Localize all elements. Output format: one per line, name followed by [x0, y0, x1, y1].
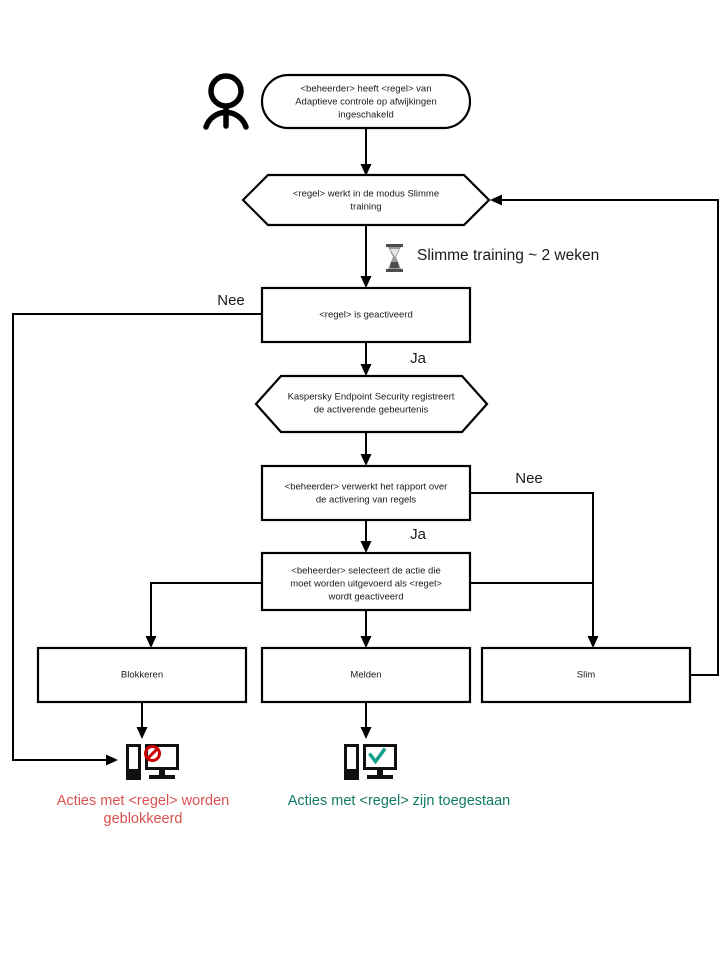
outcome-allowed-line-0: Acties met <regel> zijn toegestaan [288, 793, 510, 809]
node-admin-report-line-1: de activering van regels [316, 495, 417, 506]
node-admin-selects-action-line-1: moet worden uitgevoerd als <regel> [290, 579, 442, 590]
edge-start-to-smart-training [360, 128, 372, 176]
node-action-smart[interactable]: Slim [480, 646, 692, 704]
edge-kes-to-admin-report [360, 432, 372, 466]
node-action-notify[interactable]: Melden [260, 646, 472, 704]
edge-label-rule-triggered-no: Nee [217, 292, 245, 309]
note-training-duration: Slimme training ~ 2 weken [417, 247, 599, 264]
node-start-line-0: <beheerder> heeft <regel> van [301, 84, 432, 95]
node-admin-selects-action[interactable]: <beheerder> selecteert de actie die moet… [260, 551, 472, 612]
node-action-block[interactable]: Blokkeren [36, 646, 248, 704]
node-rule-triggered-line-0: <regel> is geactiveerd [319, 310, 412, 321]
edge-smart-training-to-rule-triggered [360, 225, 372, 288]
node-rule-triggered[interactable]: <regel> is geactiveerd [260, 286, 472, 344]
outcome-blocked-line-1: geblokkeerd [104, 811, 183, 827]
computer-blocked-icon [126, 744, 179, 780]
node-action-block-label: Blokkeren [121, 670, 163, 681]
edge-block-to-blocked-icon [136, 702, 148, 739]
edge-admin-report-yes [360, 520, 372, 553]
node-kes-registers[interactable]: Kaspersky Endpoint Security registreert … [254, 374, 489, 434]
edge-label-admin-report-yes: Ja [410, 526, 427, 543]
node-smart-training-line-1: training [350, 202, 381, 213]
node-admin-selects-action-line-2: wordt geactiveerd [328, 592, 404, 603]
node-kes-registers-line-1: de activerende gebeurtenis [314, 405, 429, 416]
node-start-line-2: ingeschakeld [338, 110, 393, 121]
edge-rule-triggered-no [12, 313, 262, 766]
edge-selects-action-to-notify [360, 610, 372, 648]
node-smart-training-line-0: <regel> werkt in de modus Slimme [293, 189, 439, 200]
outcome-blocked-line-0: Acties met <regel> worden [57, 793, 229, 809]
node-start[interactable]: <beheerder> heeft <regel> van Adaptieve … [260, 73, 472, 130]
node-action-smart-label: Slim [577, 670, 596, 681]
node-admin-report-line-0: <beheerder> verwerkt het rapport over [285, 482, 448, 493]
node-kes-registers-line-0: Kaspersky Endpoint Security registreert [288, 392, 455, 403]
edge-selects-action-to-block [145, 582, 262, 648]
node-admin-selects-action-line-0: <beheerder> selecteert de actie die [291, 566, 440, 577]
outcome-allowed-label: Acties met <regel> zijn toegestaan [288, 793, 510, 809]
outcome-blocked-label: Acties met <regel> worden geblokkeerd [57, 793, 229, 827]
edge-label-rule-triggered-yes: Ja [410, 350, 427, 367]
edge-notify-to-allowed-icon [360, 702, 372, 739]
edge-smart-back-to-training [490, 194, 719, 676]
node-smart-training[interactable]: <regel> werkt in de modus Slimme trainin… [241, 173, 491, 227]
edge-label-admin-report-no: Nee [515, 470, 543, 487]
node-admin-report[interactable]: <beheerder> verwerkt het rapport over de… [260, 464, 472, 522]
node-action-notify-label: Melden [350, 670, 381, 681]
hourglass-icon [386, 244, 403, 272]
edge-rule-triggered-yes [360, 342, 372, 376]
edge-admin-report-no [470, 492, 599, 648]
person-icon [203, 73, 249, 130]
computer-allowed-icon [344, 744, 397, 780]
node-start-line-1: Adaptieve controle op afwijkingen [295, 97, 437, 108]
